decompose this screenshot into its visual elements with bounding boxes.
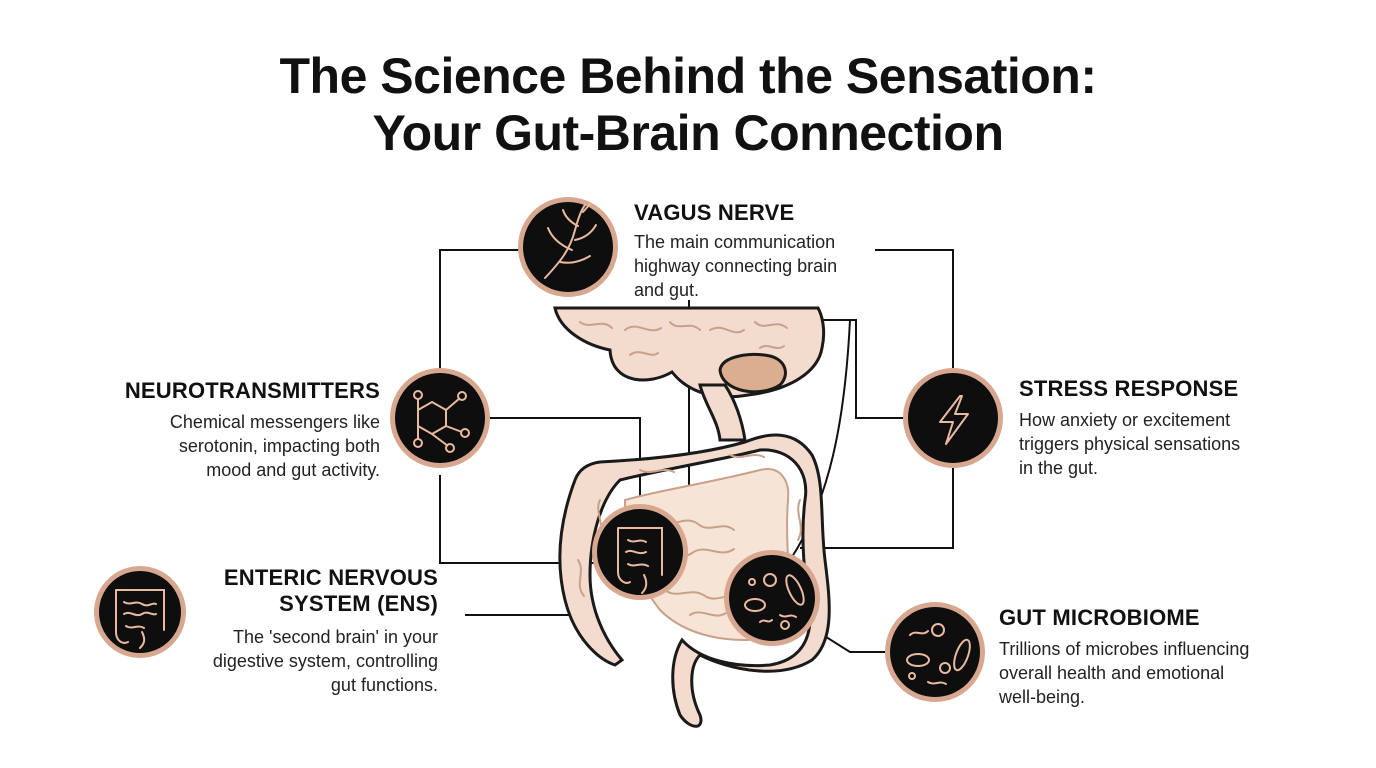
microbes-icon (906, 623, 971, 685)
stress-desc-line-3: in the gut. (1019, 458, 1099, 478)
connector-neuro-ens (439, 475, 600, 564)
intestine-icon (617, 527, 663, 594)
stress-desc-line-1: How anxiety or excitement (1019, 410, 1231, 430)
neurotransmitters-description: Chemical messengers like serotonin, impa… (60, 410, 380, 482)
vagus-nerve-block: VAGUS NERVE The main communication highw… (634, 200, 894, 302)
vagus-desc-line-3: and gut. (634, 280, 700, 300)
ens-badge (94, 566, 186, 658)
stress-desc-line-2: triggers physical sensations (1019, 434, 1241, 454)
microbes-icon (744, 573, 805, 630)
vagus-desc-line-2: highway connecting brain (634, 256, 838, 276)
ens-desc-line-2: digestive system, controlling (212, 651, 438, 671)
title-line-2: Your Gut-Brain Connection (372, 105, 1004, 161)
gut-microbiome-description: Trillions of microbes influencing overal… (999, 637, 1319, 709)
stress-response-badge (903, 368, 1003, 468)
neuro-desc-line-2: serotonin, impacting both (178, 436, 380, 456)
gut-microbiome-badge (885, 602, 985, 702)
neuro-desc-line-3: mood and gut activity. (206, 460, 380, 480)
connector-stress-micro (800, 468, 954, 549)
neurotransmitters-block: NEUROTRANSMITTERS Chemical messengers li… (60, 378, 380, 482)
stress-response-description: How anxiety or excitement triggers physi… (1019, 408, 1319, 480)
nerve-branch-icon (544, 203, 597, 279)
vagus-nerve-badge (518, 197, 618, 297)
ens-description: The 'second brain' in your digestive sys… (160, 625, 438, 697)
vagus-nerve-heading: VAGUS NERVE (634, 200, 795, 225)
molecule-icon (413, 390, 470, 453)
neurotransmitters-heading: NEUROTRANSMITTERS (124, 378, 380, 403)
vagus-nerve-description: The main communication highway connectin… (634, 230, 894, 302)
gut-microbiome-block: GUT MICROBIOME Trillions of microbes inf… (999, 605, 1319, 709)
neurotransmitters-badge (390, 368, 490, 468)
center-ens-badge (592, 504, 688, 600)
page-title: The Science Behind the Sensation: Your G… (0, 48, 1376, 162)
neuro-desc-line-1: Chemical messengers like (169, 412, 380, 432)
lightning-bolt-icon (939, 395, 969, 445)
gut-microbiome-heading: GUT MICROBIOME (999, 605, 1200, 630)
stress-response-heading: STRESS RESPONSE (1019, 376, 1239, 401)
ens-desc-line-3: gut functions. (330, 675, 438, 695)
ens-block: ENTERIC NERVOUS SYSTEM (ENS) The 'second… (160, 565, 438, 697)
micro-desc-line-1: Trillions of microbes influencing (999, 639, 1250, 659)
connector-vagus-neuro (439, 249, 520, 380)
intestine-icon (115, 589, 165, 649)
ens-heading-line-1: ENTERIC NERVOUS (223, 565, 438, 590)
center-microbiome-badge (724, 550, 820, 646)
micro-desc-line-3: well-being. (999, 687, 1086, 707)
brain-illustration (553, 306, 826, 442)
ens-desc-line-1: The 'second brain' in your (233, 627, 438, 647)
connector-stress-brain (815, 319, 903, 419)
ens-heading: ENTERIC NERVOUS SYSTEM (ENS) (160, 565, 438, 617)
title-line-1: The Science Behind the Sensation: (279, 48, 1098, 104)
stress-response-block: STRESS RESPONSE How anxiety or excitemen… (1019, 376, 1319, 480)
vagus-desc-line-1: The main communication (634, 232, 836, 252)
connector-vagus-stress (875, 249, 954, 372)
ens-heading-line-2: SYSTEM (ENS) (279, 591, 438, 616)
micro-desc-line-2: overall health and emotional (999, 663, 1225, 683)
